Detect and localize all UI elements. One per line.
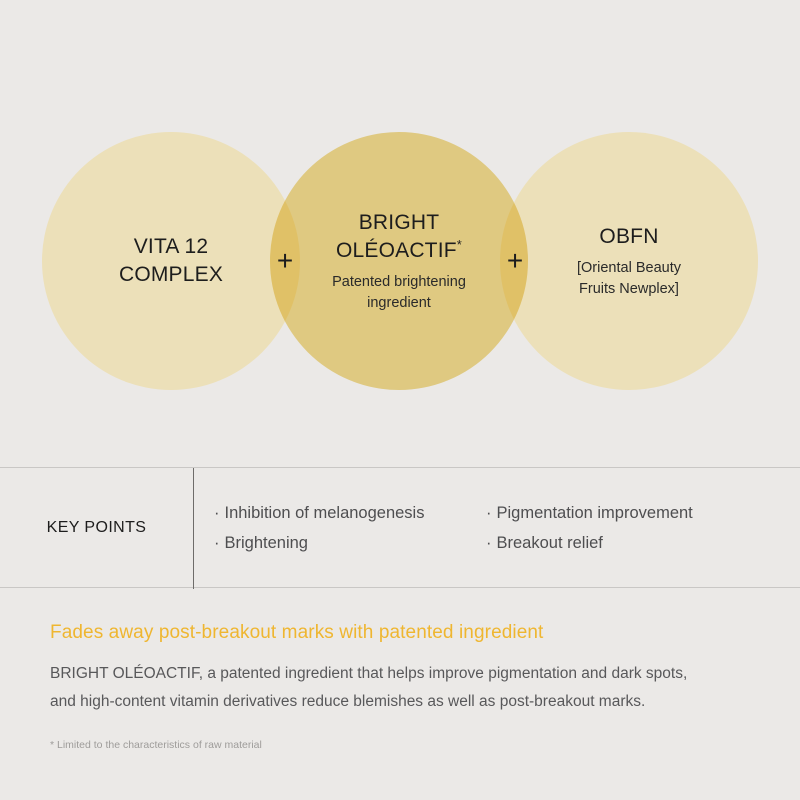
circle-obfn-content: OBFN [Oriental Beauty Fruits Newplex] [500,132,758,390]
circle-bright-oleoactif-subtitle: Patented brightening ingredient [332,273,466,311]
plus-operator-1: + [276,245,294,276]
key-points-vertical-divider [193,468,194,589]
list-item-label: Inhibition of melanogenesis [224,503,425,522]
key-points-label: KEY POINTS [46,518,147,536]
key-points-lists: ·Inhibition of melanogenesis ·Brightenin… [214,468,794,587]
ingredient-venn-diagram: VITA 12 COMPLEX + BRIGHT OLÉOACTIF* Pate… [42,132,758,390]
list-item-label: Brightening [224,533,308,552]
footnote-disclaimer: * Limited to the characteristics of raw … [50,739,262,751]
list-item: ·Brightening [214,528,486,558]
bullet-dot-icon: · [486,533,492,552]
key-points-column-1: ·Inhibition of melanogenesis ·Brightenin… [214,498,486,558]
list-item: ·Pigmentation improvement [486,498,786,528]
circle-vita-12-complex-title: VITA 12 COMPLEX [118,235,224,286]
description-block: Fades away post-breakout marks with pate… [50,620,760,716]
circle-obfn-subtitle: [Oriental Beauty Fruits Newplex] [577,259,681,297]
list-item-label: Breakout relief [496,533,603,552]
circle-vita-12-complex-shape [42,132,300,390]
key-points-section: KEY POINTS ·Inhibition of melanogenesis … [0,467,800,589]
bullet-dot-icon: · [214,533,220,552]
bullet-dot-icon: · [486,503,492,522]
description-headline: Fades away post-breakout marks with pate… [50,622,544,643]
circle-vita-12-complex-content: VITA 12 COMPLEX [42,132,300,390]
circle-bright-oleoactif-shape [270,132,528,390]
asterisk-superscript-icon: * [456,236,463,252]
circle-obfn-shape [500,132,758,390]
key-points-column-2: ·Pigmentation improvement ·Breakout reli… [486,498,786,558]
circle-bright-oleoactif-title: BRIGHT OLÉOACTIF* [336,209,462,265]
description-body: BRIGHT OLÉOACTIF, a patented ingredient … [50,665,688,710]
plus-operator-2: + [506,245,524,276]
bullet-dot-icon: · [214,503,220,522]
circle-bright-oleoactif-content: BRIGHT OLÉOACTIF* Patented brightening i… [270,132,528,390]
list-item: ·Breakout relief [486,528,786,558]
circle-bright-oleoactif-title-text: BRIGHT OLÉOACTIF [335,210,457,262]
list-item: ·Inhibition of melanogenesis [214,498,486,528]
circle-obfn-title: OBFN [599,224,659,248]
list-item-label: Pigmentation improvement [496,503,693,522]
